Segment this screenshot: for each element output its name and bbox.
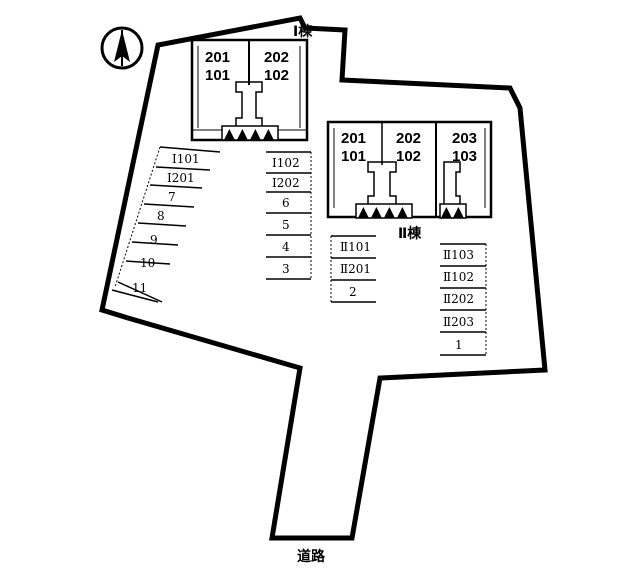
unit-number: 103 <box>452 148 477 165</box>
unit-number: 201 <box>205 49 230 66</box>
parking-space-label: Ⅰ101 <box>172 152 200 166</box>
unit-number: 102 <box>264 67 289 84</box>
parking-space-label: 6 <box>282 196 290 210</box>
entrance-marker: ▲ <box>358 204 369 220</box>
building-1 <box>190 38 309 142</box>
unit-number: 102 <box>396 148 421 165</box>
parking-space-label: Ⅱ202 <box>443 292 474 306</box>
road-label: 道路 <box>297 548 326 565</box>
parking-space-label: 9 <box>150 233 158 247</box>
entrance-marker: ▲ <box>453 204 464 220</box>
parking-space-label: Ⅱ101 <box>340 240 371 254</box>
parking-space-label: Ⅱ102 <box>443 270 474 284</box>
parking-labels-diagonal: Ⅰ101 Ⅰ201 7 8 9 10 11 <box>132 152 200 295</box>
unit-number: 203 <box>452 130 477 147</box>
parking-space-label: 2 <box>349 285 357 299</box>
parking-space-label: 4 <box>282 240 290 254</box>
building-1-label: Ⅰ棟 <box>293 23 313 40</box>
entrance-marker: ▲ <box>371 204 382 220</box>
parking-space-label: Ⅰ102 <box>272 156 300 170</box>
parking-space-label: Ⅰ202 <box>272 176 300 190</box>
lot-boundary <box>99 15 548 541</box>
building-2 <box>326 120 493 219</box>
parking-space-label: 1 <box>455 338 463 352</box>
parking-space-label: Ⅱ201 <box>340 262 371 276</box>
parking-space-label: 8 <box>157 209 165 223</box>
entrance-markers: ▲ ▲ ▲ ▲ ▲ ▲ ▲ ▲ ▲ ▲ <box>224 126 464 220</box>
north-arrow-icon <box>100 26 144 70</box>
entrance-marker: ▲ <box>384 204 395 220</box>
parking-labels-center: Ⅰ102 Ⅰ202 6 5 4 3 <box>272 156 300 276</box>
entrance-marker: ▲ <box>263 126 274 142</box>
unit-number: 101 <box>341 148 366 165</box>
building-2-label: Ⅱ棟 <box>398 225 422 242</box>
unit-number: 101 <box>205 67 230 84</box>
unit-labels-building-2: 201 202 203 101 102 103 <box>341 130 477 165</box>
unit-labels-building-1: 201 202 101 102 <box>205 49 289 84</box>
parking-center-column <box>266 151 312 280</box>
entrance-marker: ▲ <box>250 126 261 142</box>
parking-space-label: 5 <box>282 218 290 232</box>
parking-right-column <box>440 243 487 356</box>
parking-space-label: Ⅱ103 <box>443 248 474 262</box>
entrance-marker: ▲ <box>224 126 235 142</box>
unit-number: 201 <box>341 130 366 147</box>
unit-number: 202 <box>264 49 289 66</box>
entrance-marker: ▲ <box>441 204 452 220</box>
parking-space-label: Ⅱ203 <box>443 315 474 329</box>
entrance-marker: ▲ <box>397 204 408 220</box>
parking-labels-middle: Ⅱ101 Ⅱ201 2 <box>340 240 371 299</box>
parking-diagonal-left <box>111 146 221 303</box>
parking-space-label: 7 <box>168 190 176 204</box>
parking-space-label: 11 <box>132 281 147 295</box>
unit-number: 202 <box>396 130 421 147</box>
parking-space-label: Ⅰ201 <box>167 171 195 185</box>
parking-space-label: 10 <box>140 256 155 270</box>
parking-middle-column <box>330 235 376 303</box>
entrance-marker: ▲ <box>237 126 248 142</box>
parking-labels-right: Ⅱ103 Ⅱ102 Ⅱ202 Ⅱ203 1 <box>443 248 474 352</box>
parking-space-label: 3 <box>282 262 290 276</box>
